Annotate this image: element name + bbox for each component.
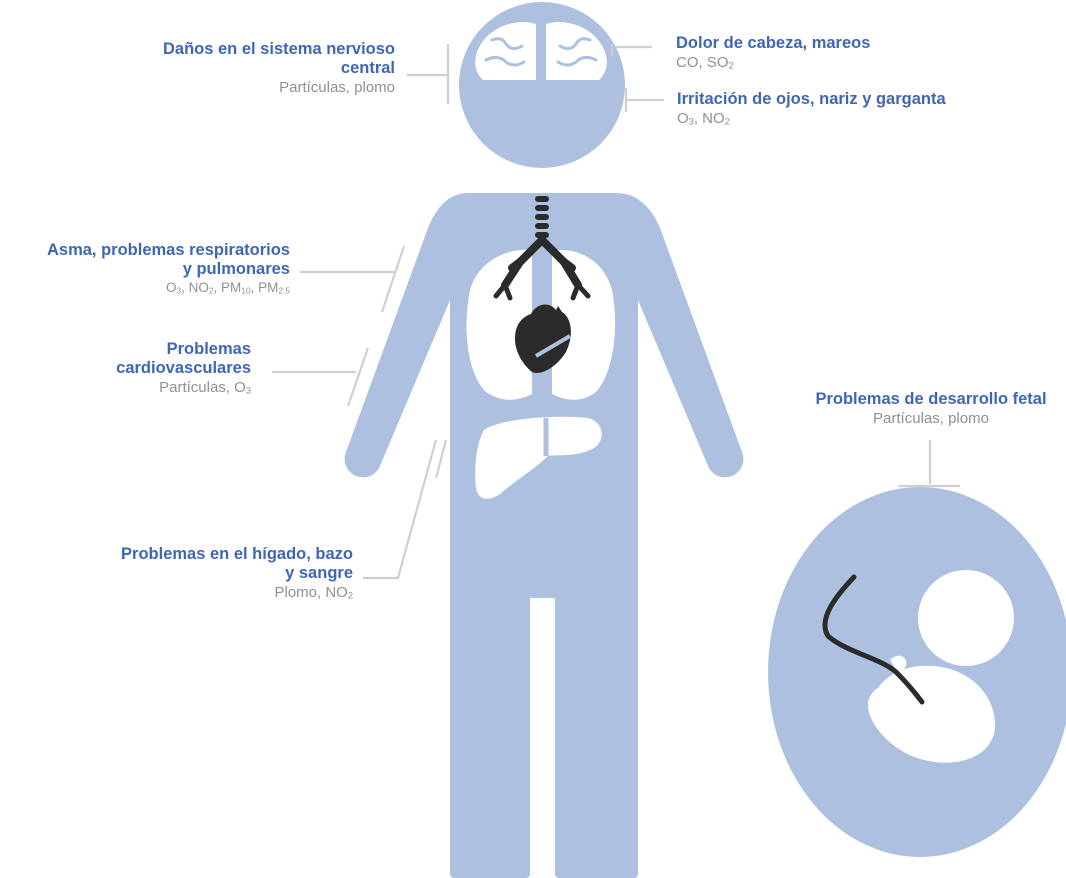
right-leg — [555, 520, 638, 878]
label-irritation-sub: O3, NO2 — [677, 110, 946, 127]
label-liver: Problemas en el hígado, bazo y sangre Pl… — [121, 545, 353, 601]
label-asthma-title-1: Asma, problemas respiratorios — [47, 241, 290, 260]
label-irritation-title: Irritación de ojos, nariz y garganta — [677, 90, 946, 109]
label-headache-sub: CO, SO2 — [676, 54, 870, 71]
label-headache: Dolor de cabeza, mareos CO, SO2 — [676, 34, 870, 71]
label-cns-title-1: Daños en el sistema nervioso — [163, 40, 395, 59]
label-asthma-title-2: y pulmonares — [47, 260, 290, 279]
label-liver-title-1: Problemas en el hígado, bazo — [121, 545, 353, 564]
left-leg — [450, 520, 530, 878]
head-circle — [459, 2, 625, 168]
label-liver-sub: Plomo, NO2 — [121, 584, 353, 601]
womb — [768, 487, 1066, 857]
label-cardio-title-1: Problemas — [116, 340, 251, 359]
human-body — [345, 193, 744, 878]
label-cns: Daños en el sistema nervioso central Par… — [163, 40, 395, 96]
head — [459, 2, 625, 168]
label-cns-title-2: central — [163, 59, 395, 78]
label-cardio-sub: Partículas, O3 — [116, 379, 251, 396]
label-headache-title: Dolor de cabeza, mareos — [676, 34, 870, 53]
label-irritation: Irritación de ojos, nariz y garganta O3,… — [677, 90, 946, 127]
label-fetal-title: Problemas de desarrollo fetal — [796, 390, 1066, 409]
label-asthma: Asma, problemas respiratorios y pulmonar… — [47, 241, 290, 296]
label-asthma-sub: O3, NO2, PM10, PM2.5 — [47, 280, 290, 296]
label-cardio-title-2: cardiovasculares — [116, 359, 251, 378]
label-fetal: Problemas de desarrollo fetal Partículas… — [796, 390, 1066, 427]
label-cardio: Problemas cardiovasculares Partículas, O… — [116, 340, 251, 396]
label-cns-sub: Partículas, plomo — [163, 79, 395, 96]
label-fetal-sub: Partículas, plomo — [796, 410, 1066, 427]
label-liver-title-2: y sangre — [121, 564, 353, 583]
